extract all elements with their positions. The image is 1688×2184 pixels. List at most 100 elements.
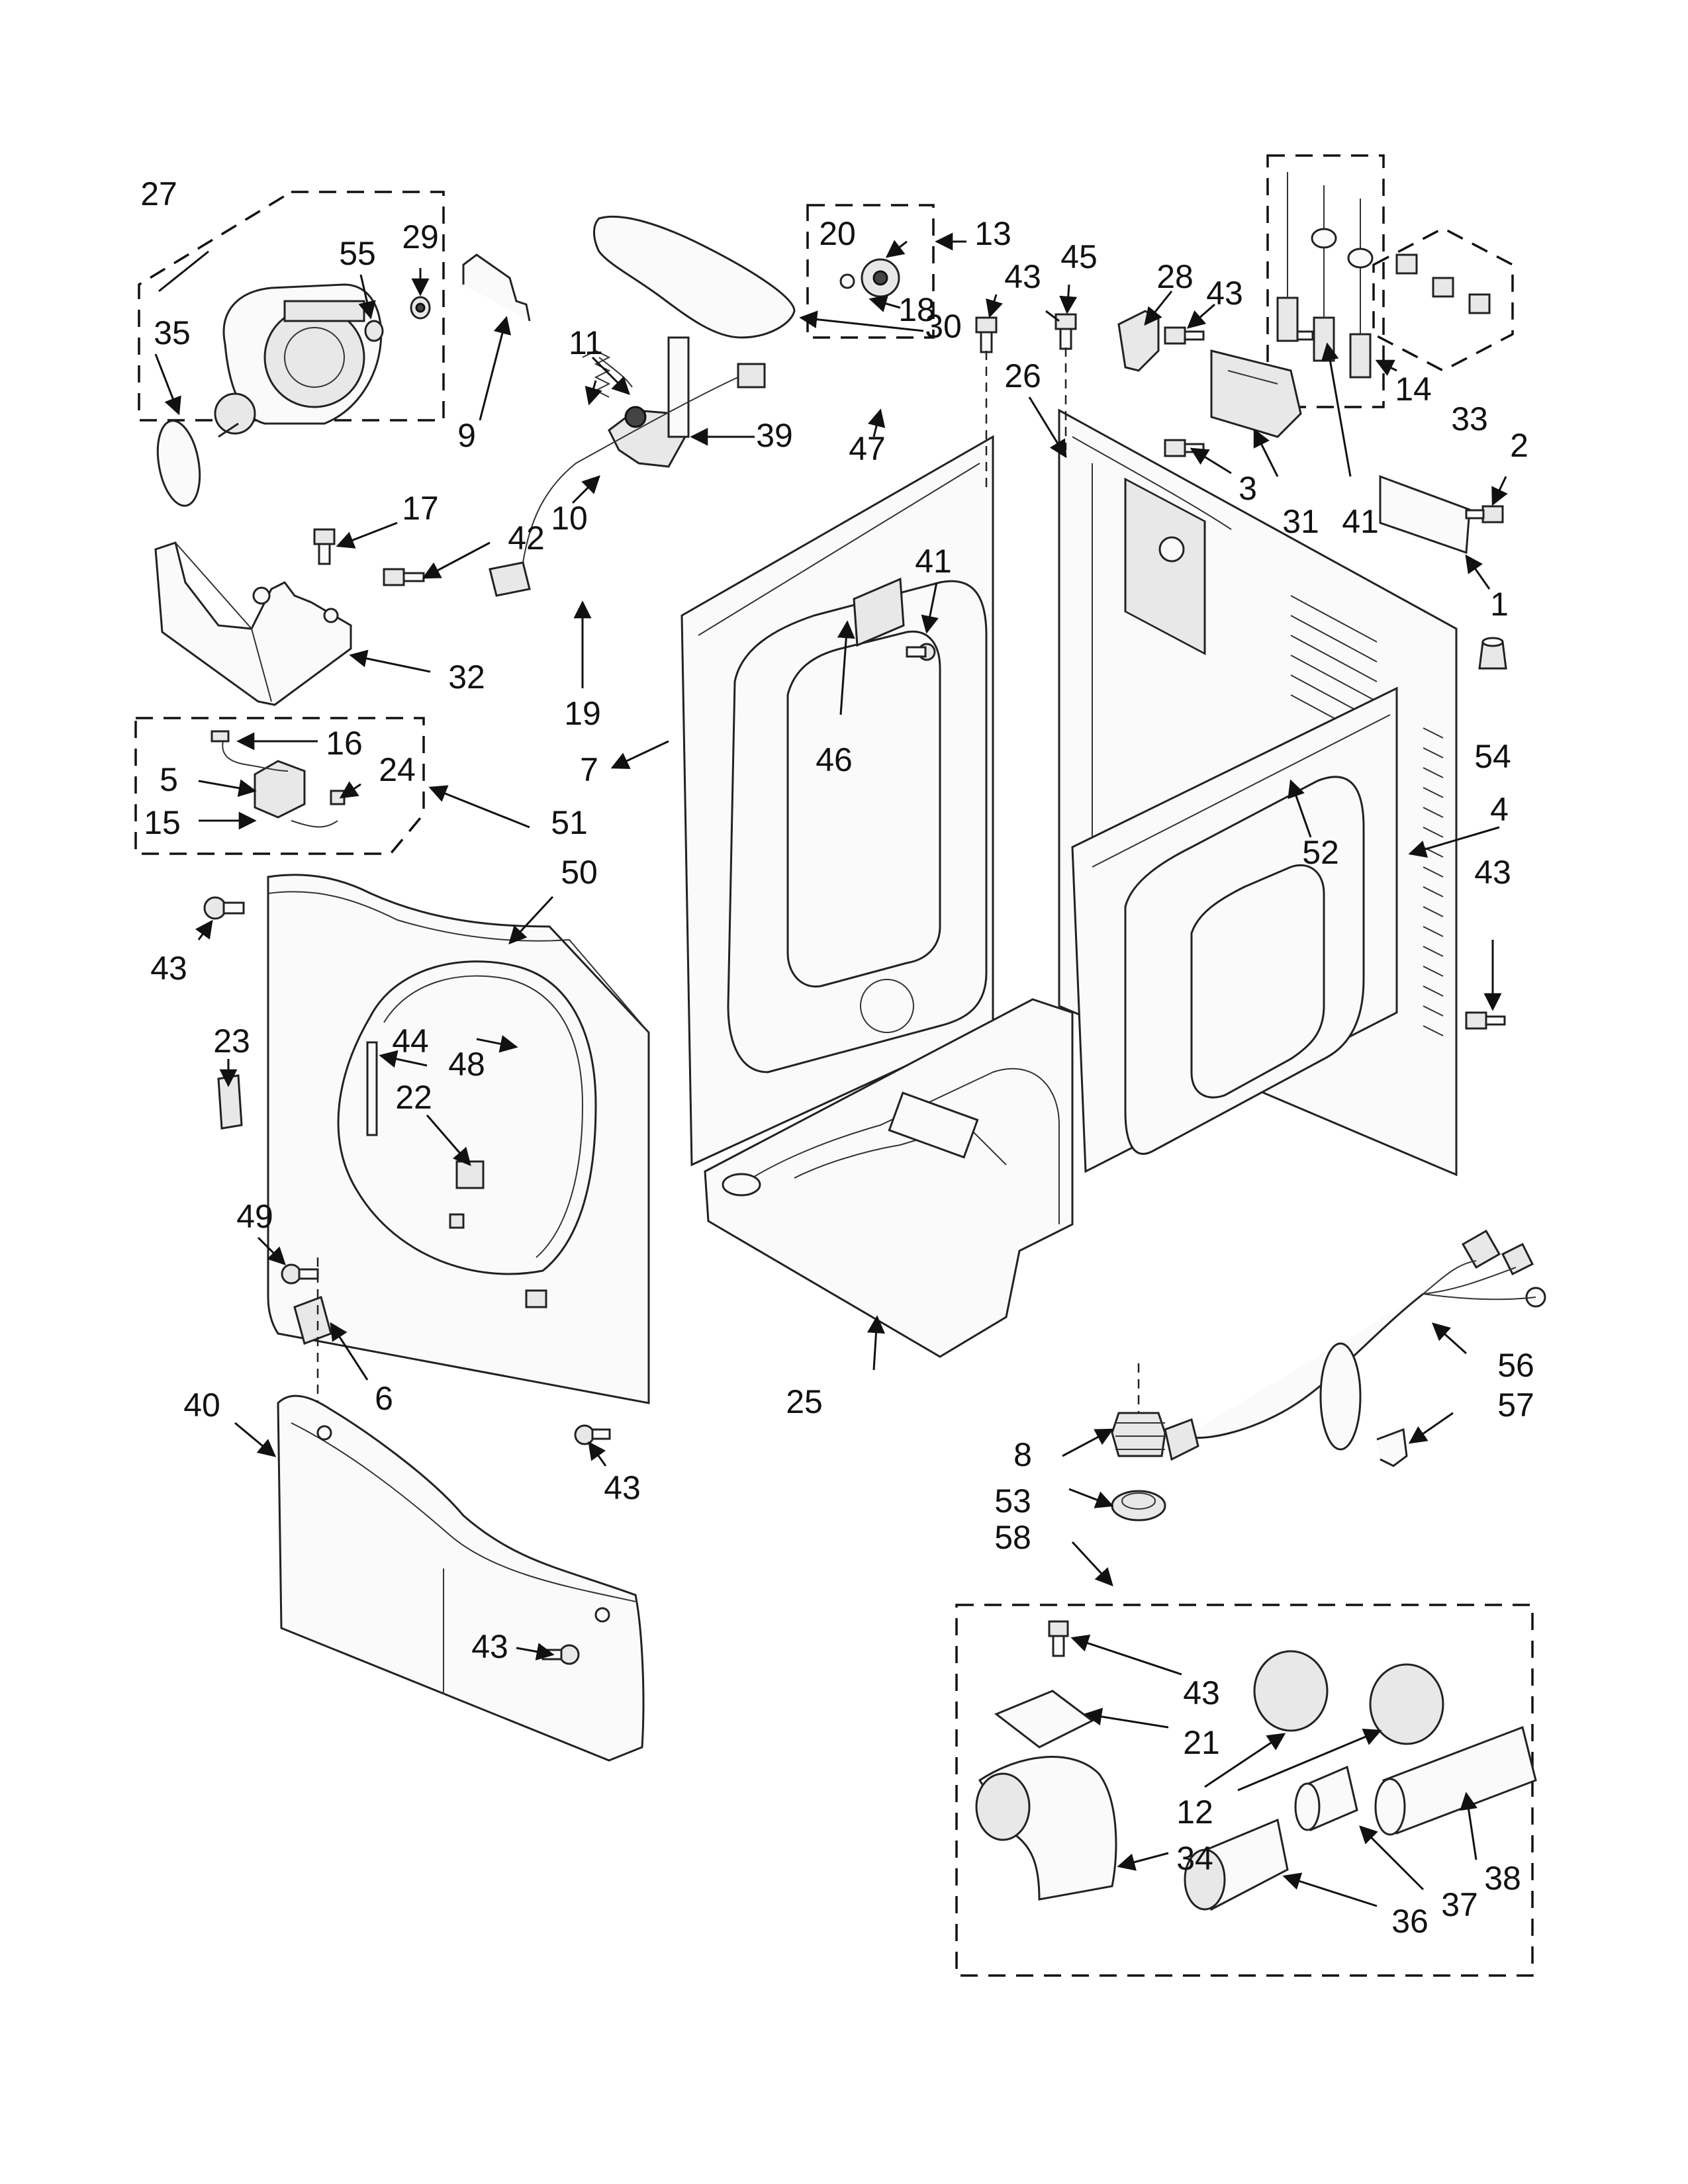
screw-49 bbox=[281, 1263, 319, 1285]
callouts: 27 55 29 35 9 11 39 30 20 18 13 10 19 17… bbox=[140, 175, 1534, 1940]
foot-pad-53 bbox=[1111, 1490, 1166, 1522]
screw-43-vent bbox=[1048, 1620, 1069, 1657]
leveling-leg-8 bbox=[1111, 1412, 1166, 1457]
callout-4: 4 bbox=[1490, 791, 1509, 828]
thermistor-14 bbox=[1276, 172, 1374, 379]
callout-19: 19 bbox=[564, 695, 601, 732]
clamp-29 bbox=[410, 296, 431, 320]
callout-44: 44 bbox=[392, 1023, 429, 1060]
callout-38: 38 bbox=[1484, 1860, 1521, 1897]
callout-21: 21 bbox=[1183, 1724, 1220, 1761]
idler-group-box bbox=[806, 204, 935, 339]
vent-collar-36 bbox=[1184, 1818, 1289, 1911]
callout-41-side: 41 bbox=[915, 543, 952, 580]
screw-43-right bbox=[1465, 1011, 1506, 1030]
callout-28: 28 bbox=[1156, 258, 1194, 295]
power-cord-56 bbox=[1164, 1229, 1546, 1461]
motor-mount-32 bbox=[154, 541, 352, 706]
vent-kit-group-box bbox=[955, 1604, 1534, 1977]
callout-18: 18 bbox=[898, 291, 935, 328]
callout-42: 42 bbox=[508, 520, 545, 557]
clip-57 bbox=[1376, 1428, 1408, 1467]
callout-45: 45 bbox=[1060, 238, 1098, 275]
callout-9: 9 bbox=[457, 417, 476, 454]
callout-56: 56 bbox=[1497, 1347, 1534, 1384]
callout-8: 8 bbox=[1013, 1436, 1032, 1473]
screw-43-panel bbox=[574, 1424, 611, 1445]
screw-17 bbox=[313, 528, 336, 565]
callout-30: 30 bbox=[925, 308, 962, 345]
callout-40: 40 bbox=[183, 1387, 220, 1424]
callout-49: 49 bbox=[236, 1198, 273, 1235]
callout-43-top: 43 bbox=[1004, 258, 1041, 295]
idler-washer bbox=[839, 273, 855, 289]
bracket-46 bbox=[853, 577, 905, 647]
callout-41-top: 41 bbox=[1342, 503, 1379, 540]
callout-26: 26 bbox=[1004, 357, 1041, 394]
motor-belt-35 bbox=[156, 420, 201, 507]
callout-6: 6 bbox=[375, 1380, 393, 1417]
motor-strap-9 bbox=[462, 253, 531, 322]
callout-51: 51 bbox=[551, 804, 588, 841]
screw-42 bbox=[383, 568, 425, 586]
clip-group-box bbox=[1372, 227, 1514, 372]
callout-20: 20 bbox=[819, 215, 856, 252]
screw-41-side bbox=[906, 643, 936, 661]
vent-elbow-34 bbox=[975, 1756, 1117, 1901]
leader-lines bbox=[154, 232, 1508, 1907]
callout-3: 3 bbox=[1239, 470, 1257, 507]
callout-5: 5 bbox=[160, 761, 178, 798]
callout-10: 10 bbox=[551, 500, 588, 537]
callout-43-bracket: 43 bbox=[1206, 275, 1243, 312]
callout-32: 32 bbox=[448, 659, 485, 696]
callout-15: 15 bbox=[144, 804, 181, 841]
callout-58: 58 bbox=[994, 1519, 1031, 1556]
callout-54: 54 bbox=[1474, 738, 1511, 775]
door-switch-15 bbox=[211, 730, 338, 828]
callout-43-right: 43 bbox=[1474, 854, 1511, 891]
callout-1: 1 bbox=[1490, 586, 1509, 623]
callout-31: 31 bbox=[1282, 503, 1319, 540]
callout-34: 34 bbox=[1176, 1840, 1213, 1877]
callout-25: 25 bbox=[786, 1383, 823, 1420]
callout-29: 29 bbox=[402, 218, 439, 255]
callout-2: 2 bbox=[1510, 427, 1528, 464]
callout-47: 47 bbox=[849, 430, 886, 467]
callout-22: 22 bbox=[395, 1079, 432, 1116]
idler-arm-39 bbox=[608, 336, 690, 468]
callout-7: 7 bbox=[580, 751, 598, 788]
washer-55 bbox=[364, 320, 384, 342]
cabinet-side-panel-7 bbox=[680, 435, 994, 1167]
cabinet-base-25 bbox=[704, 998, 1074, 1358]
toe-panel-40 bbox=[277, 1394, 645, 1762]
callout-43-vent: 43 bbox=[1183, 1674, 1220, 1711]
cover-plate-1 bbox=[1379, 475, 1471, 555]
foot-54 bbox=[1478, 637, 1507, 670]
screw-43-left bbox=[203, 896, 245, 920]
callout-52: 52 bbox=[1302, 834, 1339, 871]
callout-39: 39 bbox=[756, 417, 793, 454]
callout-23: 23 bbox=[213, 1023, 250, 1060]
clip-33 bbox=[1395, 253, 1491, 314]
rear-vent-slots bbox=[1290, 595, 1444, 1036]
vent-pipe-38 bbox=[1374, 1725, 1537, 1836]
callout-50: 50 bbox=[561, 854, 598, 891]
drive-motor bbox=[214, 283, 383, 438]
cabinet-side-panel-4 bbox=[1071, 686, 1398, 1173]
callout-33: 33 bbox=[1451, 400, 1488, 437]
terminal-block-31 bbox=[1210, 349, 1302, 438]
screw-43-top bbox=[975, 316, 998, 353]
callout-48: 48 bbox=[448, 1046, 485, 1083]
callout-53: 53 bbox=[994, 1482, 1031, 1520]
screw-2 bbox=[1465, 505, 1504, 523]
door-bracket-23 bbox=[217, 1074, 243, 1130]
callout-27: 27 bbox=[140, 175, 177, 212]
screw-45 bbox=[1055, 313, 1077, 350]
idler-pulley-18 bbox=[861, 258, 900, 298]
callout-16: 16 bbox=[326, 725, 363, 762]
callout-13: 13 bbox=[974, 215, 1011, 252]
vent-plate-21 bbox=[994, 1690, 1094, 1749]
callout-35: 35 bbox=[154, 314, 191, 351]
callout-43-panel: 43 bbox=[604, 1469, 641, 1506]
